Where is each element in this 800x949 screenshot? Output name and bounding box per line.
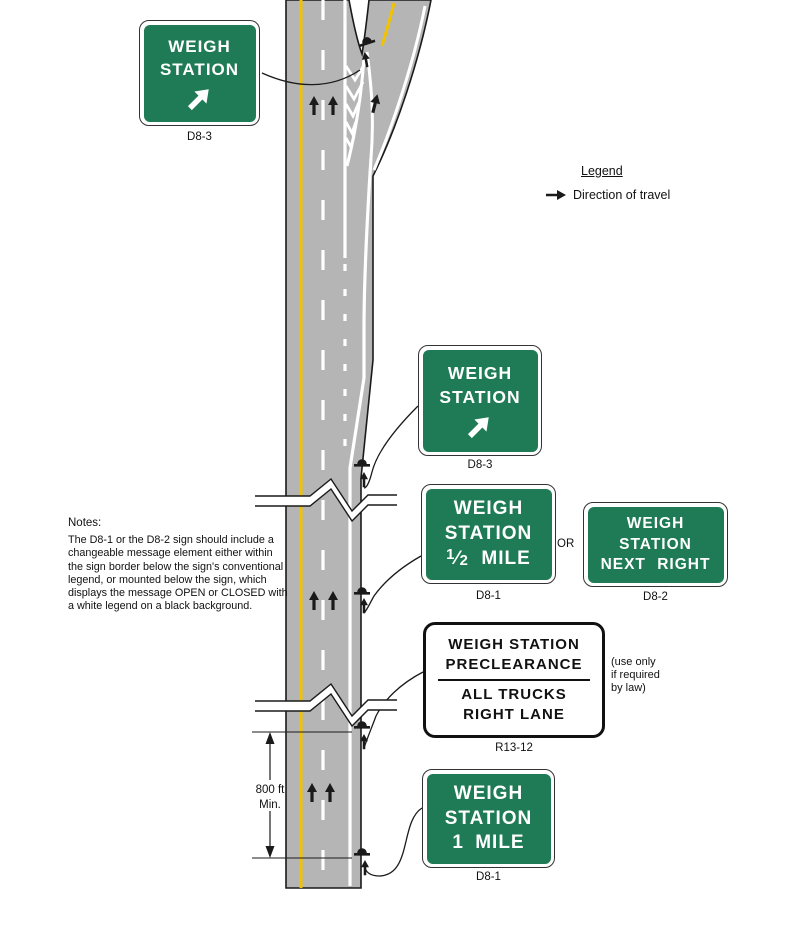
dimension-distance: 800 ft bbox=[255, 784, 285, 796]
travel-arrow-icon bbox=[325, 783, 335, 802]
up-right-arrow-icon bbox=[187, 89, 209, 111]
sign-text: STATION bbox=[444, 807, 533, 829]
fraction-numerator: 1 bbox=[446, 547, 456, 564]
dimension-800ft bbox=[252, 731, 352, 859]
leader-arrowhead-icon bbox=[360, 734, 368, 750]
sign-text: STATION bbox=[444, 522, 533, 544]
sign-divider bbox=[438, 679, 590, 681]
leader-arrowhead-icon bbox=[360, 598, 368, 614]
travel-arrow-icon bbox=[328, 591, 338, 610]
travel-arrow-icon bbox=[309, 591, 319, 610]
or-label: OR bbox=[557, 538, 575, 550]
usage-note: (use only if required by law) bbox=[611, 656, 660, 695]
notes-body: The D8-1 or the D8-2 sign should include… bbox=[68, 534, 288, 613]
legend-item-label: Direction of travel bbox=[573, 188, 671, 202]
sign-designation: R13-12 bbox=[495, 742, 533, 754]
legend-item: Direction of travel bbox=[546, 188, 670, 202]
sign-r13-12: WEIGH STATION PRECLEARANCE ALL TRUCKS RI… bbox=[423, 622, 605, 738]
sign-d8-1-half-mile: WEIGH STATION 1⁄2 MILE bbox=[421, 484, 556, 584]
leader-arrowheads bbox=[360, 52, 370, 876]
leader-arrowhead-icon bbox=[361, 52, 370, 68]
dimension-qualifier: Min. bbox=[259, 798, 281, 811]
notes-title: Notes: bbox=[68, 517, 102, 529]
sign-text: NEXT RIGHT bbox=[600, 556, 711, 574]
sign-text: WEIGH bbox=[626, 515, 685, 533]
dimension-label: 800 ft Min. bbox=[246, 783, 294, 813]
sign-location-markers bbox=[354, 37, 376, 856]
sign-designation: D8-3 bbox=[467, 459, 493, 471]
sign-text: PRECLEARANCE bbox=[445, 655, 583, 673]
sign-text: WEIGH bbox=[447, 362, 513, 383]
legend-title: Legend bbox=[581, 164, 623, 178]
leader-lines bbox=[261, 69, 424, 877]
up-right-arrow-icon bbox=[467, 417, 489, 439]
sign-text: STATION bbox=[619, 535, 692, 553]
gore-chevrons bbox=[344, 61, 368, 151]
right-arrow-icon bbox=[546, 190, 566, 200]
gore-right-line bbox=[345, 57, 366, 167]
sign-designation: D8-1 bbox=[476, 871, 501, 883]
sign-designation: D8-2 bbox=[643, 591, 668, 603]
fraction-denominator: 2 bbox=[459, 553, 469, 570]
sign-designation: D8-1 bbox=[476, 590, 501, 602]
sign-location-marker bbox=[354, 587, 370, 595]
dimension-arrowhead-icon bbox=[265, 732, 275, 744]
sign-text: WEIGH bbox=[453, 782, 524, 804]
break-symbol bbox=[255, 682, 397, 728]
sign-text: 1 MILE bbox=[452, 832, 525, 854]
sign-location-marker bbox=[354, 721, 370, 729]
sign-designation: D8-3 bbox=[187, 131, 212, 143]
leader-line bbox=[363, 555, 422, 614]
sign-text: WEIGH STATION bbox=[448, 635, 580, 653]
sign-d8-2: WEIGH STATION NEXT RIGHT bbox=[583, 502, 728, 587]
sign-d8-1-one-mile: WEIGH STATION 1 MILE bbox=[422, 769, 555, 868]
ramp-right-edge-line bbox=[372, 5, 427, 171]
sign-text: STATION bbox=[439, 386, 521, 407]
ramp-left-edge-line bbox=[365, 51, 374, 159]
sign-location-marker bbox=[359, 37, 376, 47]
road-pavement bbox=[285, 0, 432, 889]
sign-text: WEIGH bbox=[453, 497, 524, 519]
leader-arrowhead-icon bbox=[360, 472, 368, 488]
travel-arrows bbox=[307, 94, 381, 802]
sign-d8-3-top: WEIGH STATION bbox=[139, 20, 260, 126]
break-symbol bbox=[255, 477, 397, 523]
travel-arrow-icon bbox=[328, 96, 338, 115]
distance-unit: MILE bbox=[481, 548, 531, 570]
travel-arrow-icon bbox=[307, 783, 317, 802]
leader-line bbox=[261, 69, 361, 86]
fraction-slash: ⁄ bbox=[455, 548, 460, 570]
pavement-markings bbox=[299, 0, 427, 888]
sign-text: RIGHT LANE bbox=[463, 706, 565, 724]
sign-location-marker bbox=[354, 848, 370, 856]
travel-arrow-icon bbox=[370, 94, 381, 114]
leader-line bbox=[363, 405, 419, 489]
sign-location-marker bbox=[354, 459, 370, 467]
right-edge-line bbox=[348, 157, 373, 886]
sign-text: WEIGH bbox=[168, 36, 231, 56]
leader-arrowhead-icon bbox=[361, 860, 369, 876]
ramp-yellow-line bbox=[380, 2, 396, 47]
sign-d8-3-mid: WEIGH STATION bbox=[418, 345, 542, 456]
dimension-arrowhead-icon bbox=[265, 846, 275, 858]
travel-arrow-icon bbox=[309, 96, 319, 115]
leader-line bbox=[364, 807, 423, 877]
sign-text-fraction: 1⁄2 MILE bbox=[446, 546, 531, 571]
sign-text: ALL TRUCKS bbox=[461, 686, 567, 703]
sign-text: STATION bbox=[159, 60, 240, 79]
leader-line bbox=[363, 671, 424, 749]
